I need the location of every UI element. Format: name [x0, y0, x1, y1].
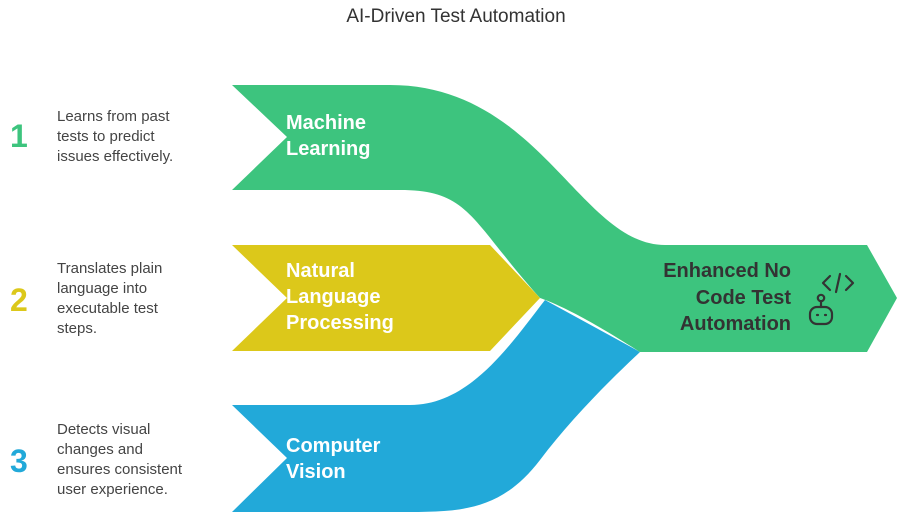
description-line: Detects visual — [57, 421, 151, 438]
description-line: Translates plain — [57, 260, 163, 277]
step-number-3: 3 — [10, 443, 28, 479]
machine-learning-label: Machine Learning — [286, 110, 370, 162]
label-line: Machine — [286, 112, 367, 134]
output-label: Enhanced No Code Test Automation — [601, 258, 791, 338]
description-1: Learns from past tests to predict issues… — [57, 107, 222, 167]
label-line: Natural — [286, 260, 355, 282]
description-line: executable test — [57, 300, 158, 317]
diagram-title: AI-Driven Test Automation — [346, 6, 566, 27]
description-line: language into — [57, 280, 148, 297]
description-line: ensures consistent — [57, 461, 183, 478]
label-line: Code Test — [695, 286, 791, 309]
description-3: Detects visual changes and ensures consi… — [57, 420, 222, 500]
robot-code-icon — [808, 272, 855, 326]
description-2: Translates plain language into executabl… — [57, 259, 222, 339]
description-line: tests to predict — [57, 128, 155, 145]
machine-learning-band — [232, 85, 897, 352]
label-line: Processing — [286, 312, 394, 334]
label-line: Language — [286, 286, 381, 308]
step-number-1: 1 — [10, 118, 28, 154]
description-line: changes and — [57, 441, 143, 458]
label-line: Vision — [286, 461, 346, 483]
computer-vision-label: Computer Vision — [286, 433, 380, 485]
nlp-band — [232, 245, 540, 351]
label-line: Computer — [286, 435, 381, 457]
step-number-2: 2 — [10, 282, 28, 318]
computer-vision-band — [232, 300, 640, 512]
nlp-label: Natural Language Processing — [286, 258, 394, 336]
label-line: Learning — [286, 138, 371, 160]
label-line: Enhanced No — [663, 260, 791, 282]
description-line: Learns from past — [57, 108, 170, 125]
description-line: steps. — [57, 320, 98, 337]
description-line: user experience. — [57, 481, 168, 498]
description-line: issues effectively. — [57, 148, 174, 165]
label-line: Automation — [679, 313, 791, 335]
